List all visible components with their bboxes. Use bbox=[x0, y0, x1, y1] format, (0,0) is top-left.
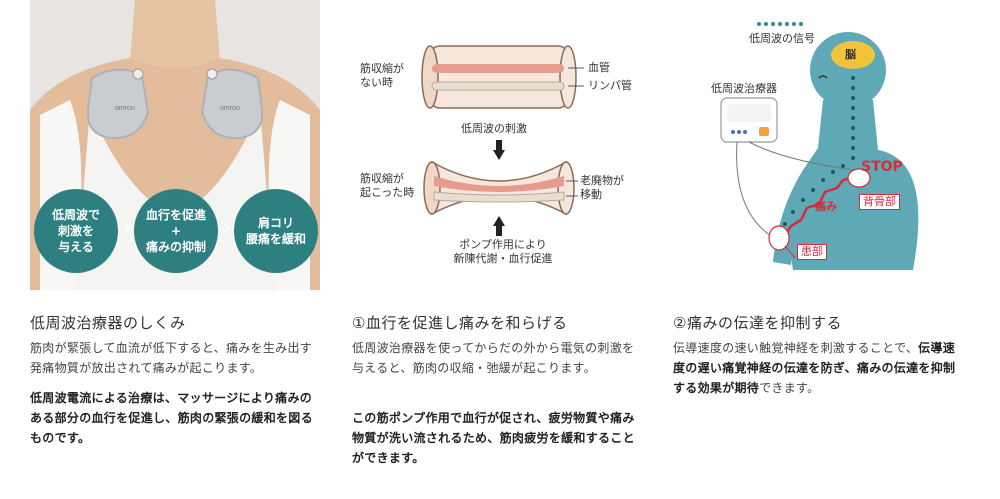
label-no-contraction: 筋収縮がない時 bbox=[360, 62, 404, 89]
label-device: 低周波治療器 bbox=[711, 82, 777, 95]
logo-text-right: omron bbox=[220, 105, 240, 112]
label-blood-vessel: 血管 bbox=[588, 61, 610, 74]
legend-signal: 低周波の信号 bbox=[749, 32, 815, 45]
section-text: 低周波治療器を使ってからだの外から電気の刺激を与えると、筋肉の収縮・弛緩が起こり… bbox=[352, 341, 635, 375]
flow-step-circulation: 血行を促進+痛みの抑制 bbox=[134, 189, 218, 273]
flow-step-relief: 肩コリ腰痛を緩和 bbox=[234, 189, 318, 273]
section-text-bold: この筋ポンプ作用で血行が促され、疲労物質や痛み物質が洗い流されるため、筋肉疲労を… bbox=[352, 411, 635, 465]
label-spine: 背骨部 bbox=[859, 194, 900, 210]
section-heading: ①血行を促進し痛みを和らげる bbox=[352, 314, 568, 332]
section-text-bold: 低周波電流による治療は、マッサージにより痛みのある部分の血行を促進し、筋肉の緊張… bbox=[30, 391, 313, 445]
column-pain-suppression: 低周波の信号 低周波治療器 脳 STOP 背骨部 痛み 患部 ②痛みの伝達を抑制… bbox=[673, 0, 963, 395]
label-affected-area: 患部 bbox=[797, 244, 827, 260]
nerve-illustration bbox=[720, 22, 919, 270]
shoulder-photo: omron omron 低周波で刺激を与える › 血行を促進+痛みの抑制 › 肩… bbox=[30, 0, 320, 290]
label-stop: STOP bbox=[861, 159, 903, 175]
label-waste-move: 老廃物が移動 bbox=[580, 174, 624, 201]
section-heading: ②痛みの伝達を抑制する bbox=[673, 314, 842, 332]
label-contraction: 筋収縮が起こった時 bbox=[360, 172, 415, 199]
muscle-pump-illustration bbox=[421, 45, 584, 236]
chevron-right-icon: › bbox=[121, 213, 133, 243]
label-brain: 脳 bbox=[845, 48, 856, 61]
mechanism-flow: 低周波で刺激を与える › 血行を促進+痛みの抑制 › 肩コリ腰痛を緩和 bbox=[30, 186, 320, 276]
label-pain: 痛み bbox=[815, 200, 837, 213]
flow-step-stimulate: 低周波で刺激を与える bbox=[34, 189, 118, 273]
label-pump-effect: ポンプ作用により新陳代謝・血行促進 bbox=[453, 238, 553, 265]
label-stimulus: 低周波の刺激 bbox=[461, 122, 527, 135]
section-text: 筋肉が緊張して血流が低下すると、痛みを生み出す発痛物質が放出されて痛みが起こりま… bbox=[30, 341, 313, 375]
nerve-diagram: 低周波の信号 低周波治療器 脳 STOP 背骨部 痛み 患部 bbox=[673, 0, 963, 290]
section-text: 伝導速度の速い触覚神経を刺激することで、伝導速度の遅い痛覚神経の伝達を防ぎ、痛み… bbox=[673, 341, 956, 395]
label-lymph: リンパ管 bbox=[588, 79, 632, 92]
column-circulation: 筋収縮がない時 血管 リンパ管 低周波の刺激 筋収縮が起こった時 老廃物が移動 … bbox=[352, 0, 642, 465]
muscle-pump-diagram: 筋収縮がない時 血管 リンパ管 低周波の刺激 筋収縮が起こった時 老廃物が移動 … bbox=[352, 0, 642, 290]
chevron-right-icon: › bbox=[221, 213, 233, 243]
section-heading: 低周波治療器のしくみ bbox=[30, 314, 186, 332]
logo-text-left: omron bbox=[115, 105, 135, 112]
column-mechanism: omron omron 低周波で刺激を与える › 血行を促進+痛みの抑制 › 肩… bbox=[30, 0, 320, 445]
